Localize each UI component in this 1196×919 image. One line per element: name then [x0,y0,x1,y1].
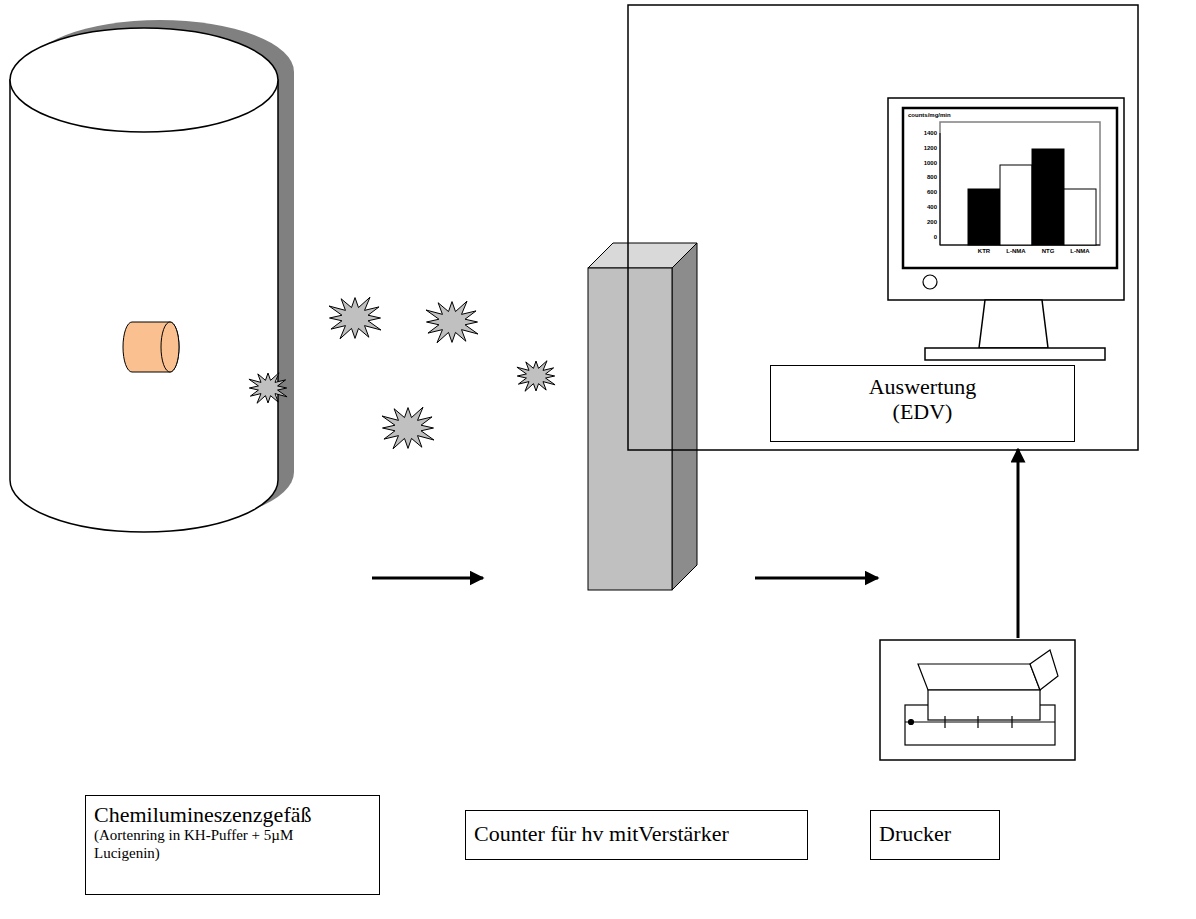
photon-burst [426,301,478,343]
axis-tick: 0 [912,234,937,240]
axis-tick: 1200 [912,145,937,151]
monitor-frame [628,5,1138,450]
box-title: Auswertung (EDV) [853,374,993,425]
bar-label: L-NMA [1000,248,1032,254]
axis-tick: 200 [912,219,937,225]
aortic-ring [123,322,179,372]
process-box: Auswertung (EDV) [770,365,1075,442]
axis-tick: 800 [912,174,937,180]
axis-tick: 400 [912,204,937,210]
photon-burst [329,297,381,339]
box-title: Chemilumineszenzgefäß [94,802,371,827]
printer-frame [880,640,1075,760]
photon-burst [382,407,434,449]
box-title: Counter für hv mitVerstärker [474,821,799,846]
axis-tick: 600 [912,189,937,195]
photon-burst [517,361,555,391]
axis-tick: 1000 [912,160,937,166]
chemiluminescence-vessel [10,28,278,532]
bar-chart [940,122,1100,245]
box-title: Drucker [879,821,991,846]
monitor [888,98,1124,360]
photon-counter [588,243,697,590]
bar-label: KTR [968,248,1000,254]
bar-label: NTG [1032,248,1064,254]
bar-label: L-NMA [1064,248,1096,254]
photon-burst [249,373,287,403]
axis-tick: 1400 [912,130,937,136]
flow-arrow [372,449,1018,638]
photon-bursts [249,297,555,449]
printer [905,650,1058,745]
caption-box: Counter für hv mitVerstärker [465,810,808,860]
caption-box: Chemilumineszenzgefäß(Aortenring in KH-P… [85,795,380,895]
box-note: (Aortenring in KH-Puffer + 5µM Lucigenin… [94,827,294,862]
axis-title: counts/mg/min [908,112,988,118]
caption-box: Drucker [870,810,1000,860]
